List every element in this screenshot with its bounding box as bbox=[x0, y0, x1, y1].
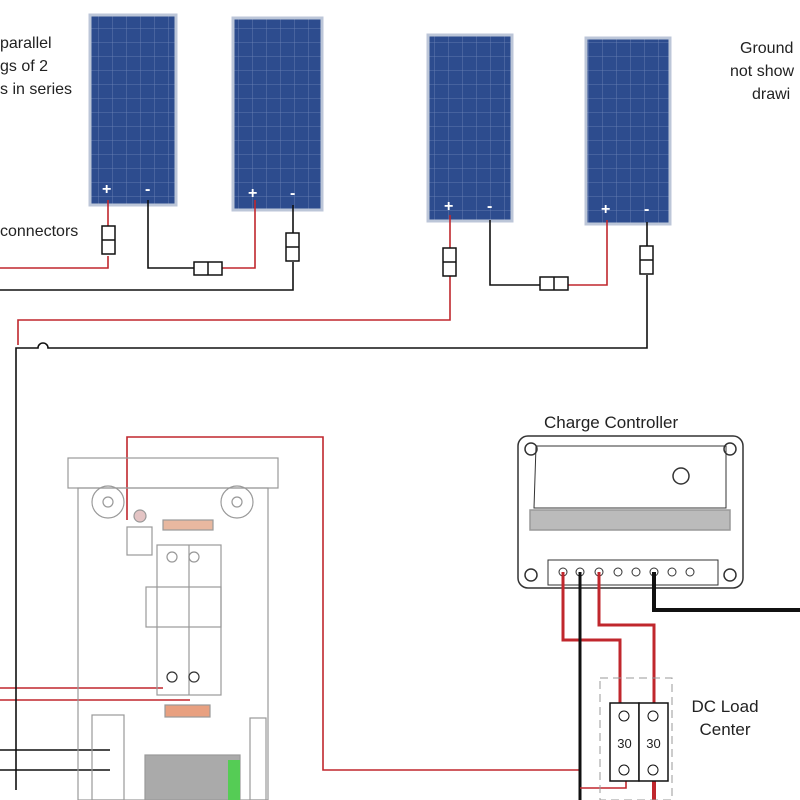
solar-panel-4 bbox=[584, 36, 672, 226]
panel-1-minus: - bbox=[145, 181, 151, 198]
connectors-label: connectors bbox=[0, 223, 79, 240]
load-center-title: DC Load Center bbox=[680, 695, 770, 741]
note-line: gs of 2 bbox=[0, 58, 49, 75]
charge-controller-title: Charge Controller bbox=[544, 413, 679, 432]
solar-panel-3 bbox=[426, 33, 514, 223]
dc-load-center bbox=[599, 677, 673, 800]
title-line: DC Load bbox=[691, 697, 759, 716]
charge-controller bbox=[517, 435, 744, 589]
breaker-1-rating: 30 bbox=[617, 736, 632, 751]
note-line: parallel bbox=[0, 35, 52, 52]
combiner-box bbox=[67, 457, 279, 800]
panel-3-plus: + bbox=[444, 198, 454, 215]
panel-4-minus: - bbox=[644, 201, 650, 218]
note-line: Ground bbox=[740, 40, 794, 57]
positive-wires bbox=[0, 200, 608, 771]
breaker-2-rating: 30 bbox=[646, 736, 661, 751]
panel-3-minus: - bbox=[487, 198, 493, 215]
note-line: drawi bbox=[752, 86, 791, 103]
parallel-note: parallel gs of 2 s in series bbox=[0, 32, 72, 101]
controller-wires bbox=[561, 572, 800, 800]
panel-2-minus: - bbox=[290, 185, 296, 202]
panel-4-plus: + bbox=[601, 201, 611, 218]
title-line: Center bbox=[699, 720, 751, 739]
note-line: not show bbox=[730, 63, 795, 80]
solar-panel-2 bbox=[231, 16, 324, 212]
solar-panel-1 bbox=[88, 13, 178, 207]
panel-2-plus: + bbox=[248, 185, 258, 202]
mc4-connectors bbox=[101, 225, 654, 291]
note-line: s in series bbox=[0, 81, 73, 98]
panel-1-plus: + bbox=[102, 181, 112, 198]
ground-note: Ground not show drawi bbox=[730, 37, 794, 106]
negative-wires bbox=[0, 200, 648, 790]
